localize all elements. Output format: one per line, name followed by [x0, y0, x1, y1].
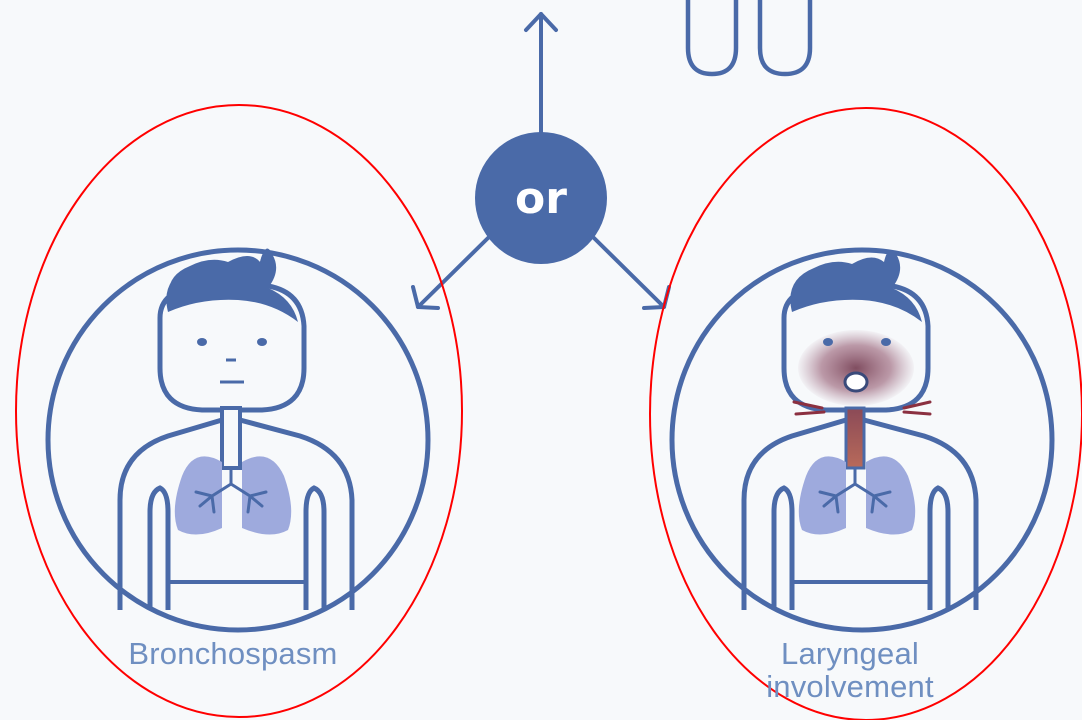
or-connector: or — [475, 132, 607, 264]
person-with-lungs-icon — [48, 249, 428, 630]
laryngeal-label-line1: Laryngeal — [705, 638, 995, 671]
test-tubes-icon — [688, 0, 810, 74]
right-branch-arrow-icon — [594, 238, 669, 308]
or-label: or — [515, 173, 567, 224]
left-branch-arrow-icon — [413, 238, 488, 308]
laryngeal-involvement-label: Laryngeal involvement — [705, 638, 995, 703]
laryngeal-label-line2: involvement — [705, 671, 995, 704]
bronchospasm-label: Bronchospasm — [78, 638, 388, 671]
up-arrow-icon — [526, 14, 556, 140]
person-with-throat-swelling-icon — [672, 250, 1052, 630]
